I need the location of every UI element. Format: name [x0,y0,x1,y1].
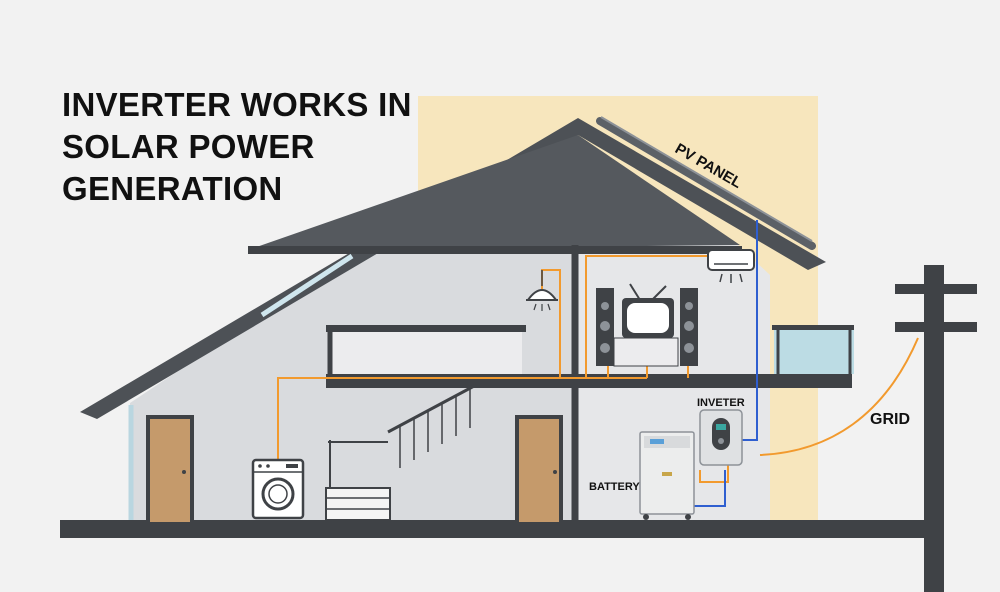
pendant-lamp-icon [526,270,558,311]
utility-pole-icon [895,265,977,592]
title-line-1: INVERTER WORKS IN [62,86,412,123]
balcony-railing-icon [772,325,854,374]
pv-panel-icon [596,116,816,250]
speaker-icon [680,288,698,366]
roof-gable [248,135,740,250]
grid-label: GRID [870,411,910,428]
skylight [260,253,354,318]
ground-slab [60,520,940,538]
loft-railing [326,325,526,374]
battery-label: BATTERY [589,481,640,493]
dc-wiring [694,220,758,507]
diagram-title: INVERTER WORKS IN SOLAR POWER GENERATION [62,84,412,210]
door-icon [146,415,194,522]
title-line-2: SOLAR POWER [62,128,315,165]
battery-icon [639,431,695,520]
door-icon [515,415,563,522]
inverter-icon [699,409,743,466]
title-line-3: GENERATION [62,170,283,207]
speaker-icon [596,288,614,366]
inverter-label: INVETER [697,397,745,409]
tv-icon [613,283,679,367]
air-conditioner-icon [707,249,755,283]
staircase-icon [325,383,477,521]
upper-floor-slab [326,374,852,388]
washing-machine-icon [251,458,305,520]
